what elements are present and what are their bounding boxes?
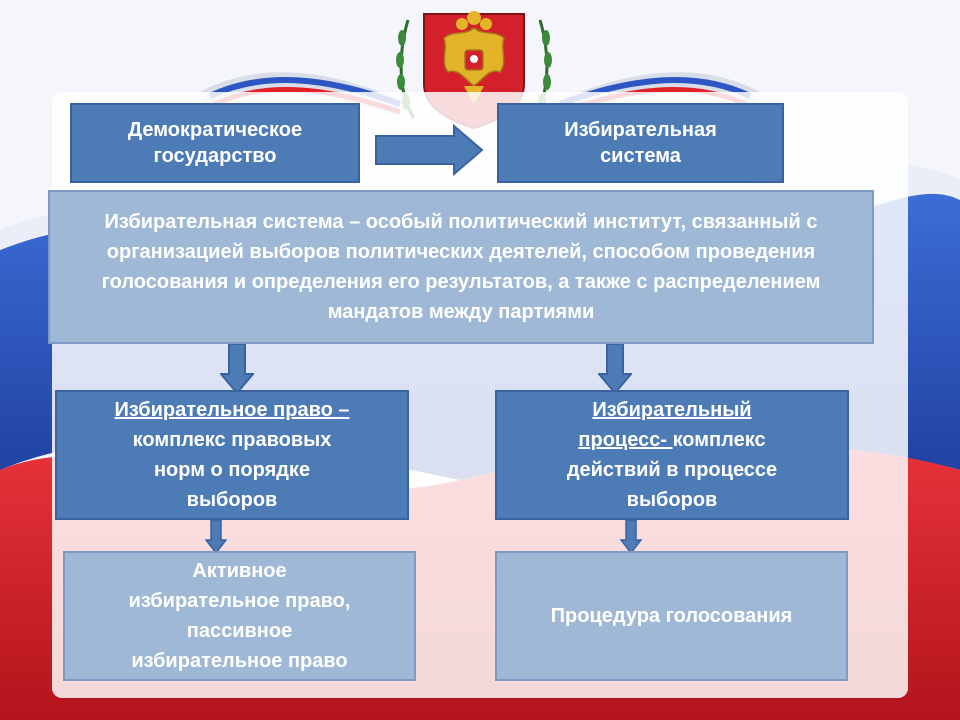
down-arrow-icon	[220, 344, 254, 394]
electoral-system-label: Избирательная система	[564, 119, 717, 167]
electoral-law-term: Избирательное право –	[114, 399, 350, 421]
electoral-process-definition: комплекс действий в процессе выборов	[566, 429, 778, 511]
electoral-system-box: Избирательная система	[497, 103, 784, 183]
electoral-process-term: Избирательный процесс-	[578, 399, 752, 451]
democratic-state-label: Демократическое государство	[127, 119, 303, 167]
definition-text: Избирательная система – особый политичес…	[101, 211, 821, 323]
down-arrow-icon	[205, 520, 227, 554]
electoral-law-box: Избирательное право – комплекс правовых …	[55, 390, 409, 520]
electoral-process-box: Избирательный процесс- комплекс действий…	[495, 390, 849, 520]
definition-box: Избирательная система – особый политичес…	[48, 190, 874, 344]
down-arrow-icon	[620, 520, 642, 554]
down-arrow-icon	[598, 344, 632, 394]
active-passive-rights-label: Активное избирательное право, пассивное …	[128, 560, 351, 672]
electoral-law-definition: комплекс правовых норм о порядке выборов	[132, 429, 332, 511]
voting-procedure-box: Процедура голосования	[495, 551, 848, 681]
democratic-state-box: Демократическое государство	[70, 103, 360, 183]
right-arrow-icon	[375, 124, 484, 176]
voting-procedure-label: Процедура голосования	[550, 605, 793, 627]
active-passive-rights-box: Активное избирательное право, пассивное …	[63, 551, 416, 681]
